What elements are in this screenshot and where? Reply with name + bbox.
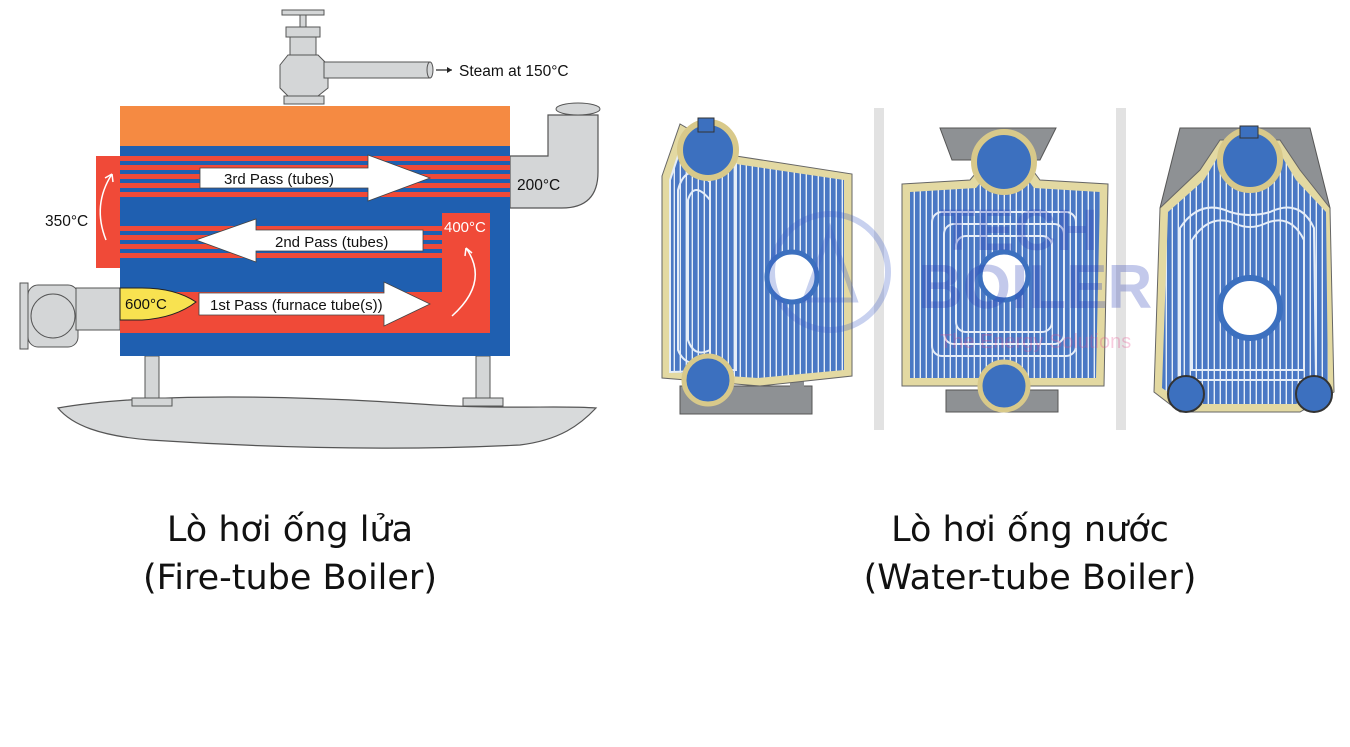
temp-rear-chamber: 400°C — [444, 219, 486, 236]
water-tube-caption-line2: (Water-tube Boiler) — [863, 558, 1197, 598]
steam-label: Steam at 150°C — [459, 63, 569, 80]
third-pass-arrow — [199, 154, 432, 202]
first-pass-arrow — [198, 281, 431, 327]
rear-turn-arrow-icon — [451, 247, 477, 317]
temp-flame: 600°C — [125, 296, 167, 313]
water-tube-unit-1 — [661, 117, 853, 415]
temp-front-chamber: 350°C — [45, 213, 88, 230]
burner-icon — [19, 282, 121, 350]
first-pass-label: 1st Pass (furnace tube(s)) — [210, 297, 383, 314]
water-tube-boiler-diagram: TECH BOILER The Energy Solutions — [661, 108, 1335, 430]
fire-tube-caption-line2: (Fire-tube Boiler) — [143, 558, 437, 598]
flame-icon — [119, 287, 197, 321]
third-pass-label: 3rd Pass (tubes) — [224, 171, 334, 188]
second-pass-arrow — [194, 218, 424, 263]
fire-tube-boiler-diagram: Steam at 150°C 3rd Pass (tubes) 2nd Pass… — [19, 9, 601, 449]
water-tube-unit-3 — [1153, 125, 1335, 413]
watermark-line-1: TECH — [940, 198, 1098, 263]
watermark-logo: TECH BOILER The Energy Solutions — [769, 198, 1152, 353]
steam-valve-icon — [279, 9, 452, 105]
ground — [56, 396, 598, 449]
fire-tube-caption: Lò hơi ống lửa (Fire-tube Boiler) — [90, 506, 490, 602]
water-tube-unit-2 — [901, 127, 1109, 413]
support-leg-left — [144, 355, 160, 403]
temp-exhaust: 200°C — [517, 177, 560, 194]
front-gas-chamber — [96, 156, 120, 268]
support-leg-right — [475, 355, 491, 403]
flue-chimney-icon — [509, 114, 599, 209]
watermark-line-3: The Energy Solutions — [940, 331, 1131, 353]
fire-tube-caption-line1: Lò hơi ống lửa — [166, 510, 414, 550]
second-pass-label: 2nd Pass (tubes) — [275, 234, 388, 251]
boiler-insulation — [120, 106, 510, 146]
watermark-line-2: BOILER — [918, 253, 1152, 322]
water-tube-caption-line1: Lò hơi ống nước — [891, 510, 1169, 550]
water-tube-caption: Lò hơi ống nước (Water-tube Boiler) — [830, 506, 1230, 602]
front-turn-arrow-icon — [99, 173, 113, 241]
